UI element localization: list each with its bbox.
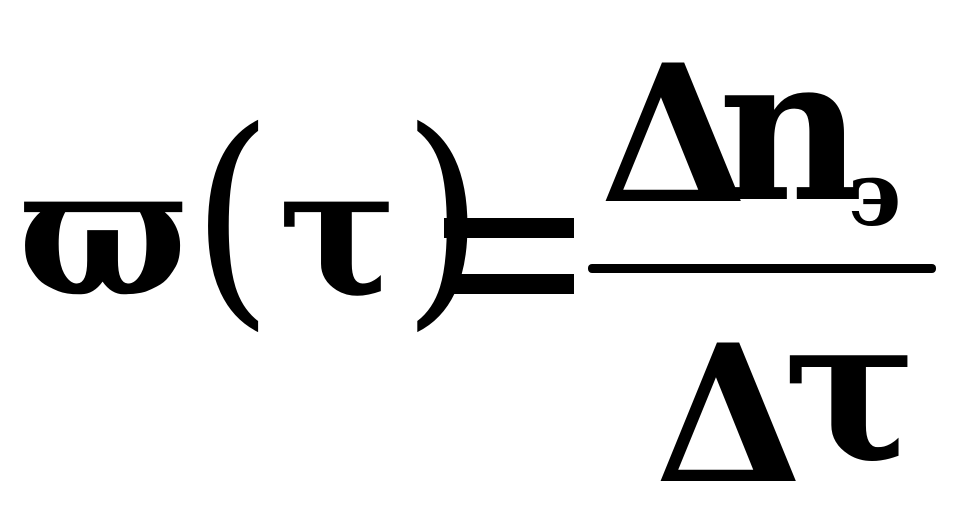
argument: τ — [278, 127, 398, 336]
equals-sign — [444, 218, 574, 294]
numerator-delta: Δ — [600, 23, 748, 246]
formula: ϖ ( τ ) Δ n э Δ τ — [18, 12, 936, 526]
open-paren: ( — [192, 81, 274, 351]
equals-bar-bottom — [444, 274, 574, 294]
function-symbol: ϖ — [18, 127, 188, 336]
denominator-delta: Δ — [655, 303, 803, 526]
equals-bar-top — [444, 218, 574, 238]
denominator-variable: τ — [783, 272, 918, 507]
numerator-subscript: э — [848, 142, 902, 246]
formula-lhs: ϖ ( τ ) — [18, 100, 488, 336]
fraction-bar — [588, 264, 936, 273]
numerator-variable: n — [718, 12, 864, 247]
close-paren: ) — [402, 81, 484, 351]
